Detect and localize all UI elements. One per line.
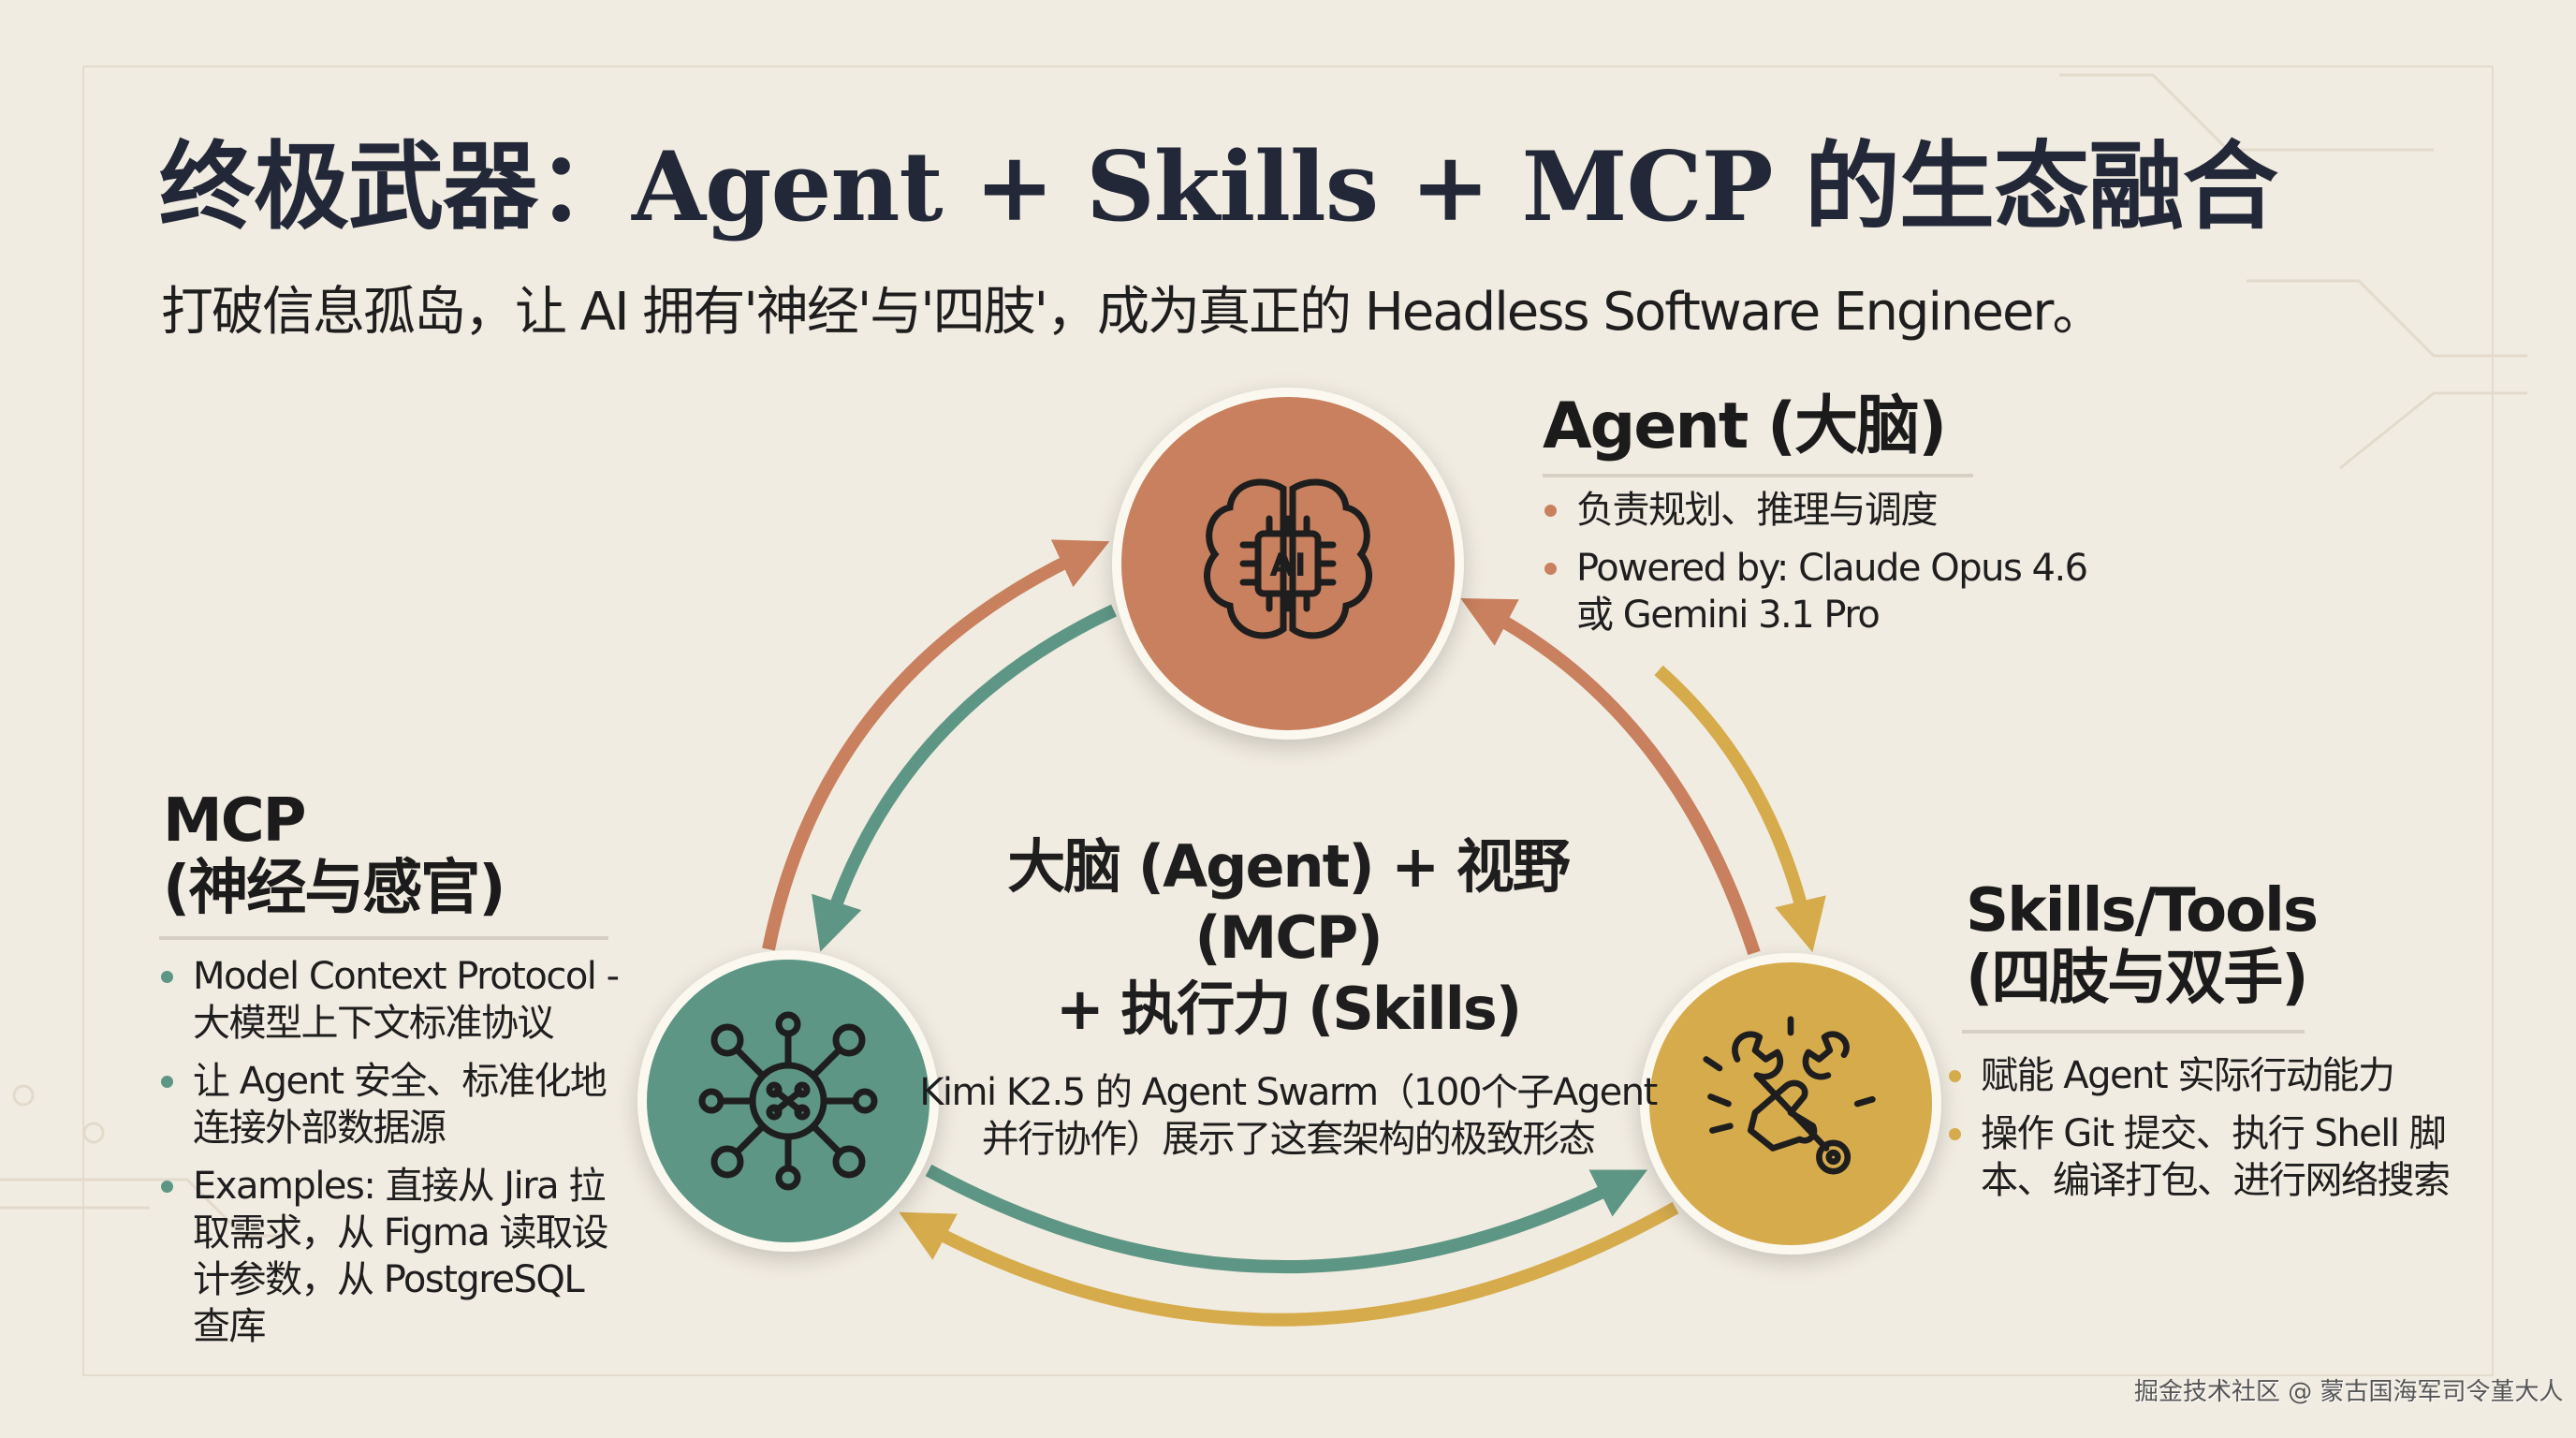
skills-bullet: 赋能 Agent 实际行动能力 (1949, 1052, 2473, 1099)
arrow-agent-to-skills (1654, 665, 1826, 953)
mcp-heading: MCP (神经与感官) (163, 786, 505, 923)
network-nodes-icon (698, 1011, 878, 1191)
slide-frame (82, 66, 2494, 1376)
skills-bullets: 赋能 Agent 实际行动能力 操作 Git 提交、执行 Shell 脚本、编译… (1949, 1052, 2473, 1215)
skills-bullet: 操作 Git 提交、执行 Shell 脚本、编译打包、进行网络搜索 (1949, 1110, 2473, 1204)
page-subtitle: 打破信息孤岛，让 AI 拥有'神经'与'四肢'，成为真正的 Headless S… (161, 282, 2104, 343)
skills-divider (1962, 1030, 2305, 1034)
mcp-heading-line1: MCP (163, 786, 307, 856)
agent-bullet: Powered by: Claude Opus 4.6 或 Gemini 3.1… (1544, 545, 2106, 638)
mcp-heading-line2: (神经与感官) (163, 853, 505, 923)
skills-heading-line1: Skills/Tools (1966, 876, 2319, 946)
center-summary: 大脑 (Agent) + 视野 (MCP) + 执行力 (Skills) Kim… (914, 831, 1662, 1163)
arrow-mcp-to-agent (762, 539, 1110, 951)
page-title: 终极武器：Agent + Skills + MCP 的生态融合 (159, 131, 2278, 243)
chip-label: AI (1270, 547, 1307, 584)
hand-wrench-icon (1703, 1016, 1876, 1175)
brain-ai-chip-icon: AI (1204, 478, 1372, 639)
center-line2: + 执行力 (Skills) (1055, 975, 1522, 1043)
arrow-skills-to-agent (1460, 597, 1761, 956)
skills-node (1640, 953, 1941, 1255)
mcp-bullet: Examples: 直接从 Jira 拉取需求，从 Figma 读取设计参数，从… (161, 1163, 620, 1350)
center-description: Kimi K2.5 的 Agent Swarm（100个子Agent 并行协作）… (919, 1071, 1658, 1161)
mcp-bullet: 让 Agent 安全、标准化地连接外部数据源 (161, 1058, 620, 1152)
agent-divider (1543, 474, 1973, 477)
mcp-bullet: Model Context Protocol - 大模型上下文标准协议 (161, 953, 620, 1047)
agent-heading: Agent (大脑) (1543, 389, 1947, 463)
watermark: 掘金技术社区 @ 蒙古国海军司令堇大人 (2134, 1378, 2564, 1406)
skills-heading-line2: (四肢与双手) (1966, 943, 2309, 1013)
skills-heading: Skills/Tools (四肢与双手) (1966, 876, 2319, 1013)
agent-bullets: 负责规划、推理与调度 Powered by: Claude Opus 4.6 或… (1544, 487, 2106, 650)
arrow-mcp-to-skills (925, 1164, 1648, 1274)
mcp-divider (159, 936, 608, 940)
agent-node: AI (1112, 388, 1464, 740)
arrow-skills-to-mcp (899, 1201, 1679, 1327)
arrow-agent-to-mcp (812, 604, 1117, 952)
mcp-node (637, 950, 939, 1252)
mcp-bullets: Model Context Protocol - 大模型上下文标准协议 让 Ag… (161, 953, 620, 1361)
agent-bullet: 负责规划、推理与调度 (1544, 487, 2106, 534)
center-line1: 大脑 (Agent) + 视野 (MCP) (1007, 832, 1571, 972)
